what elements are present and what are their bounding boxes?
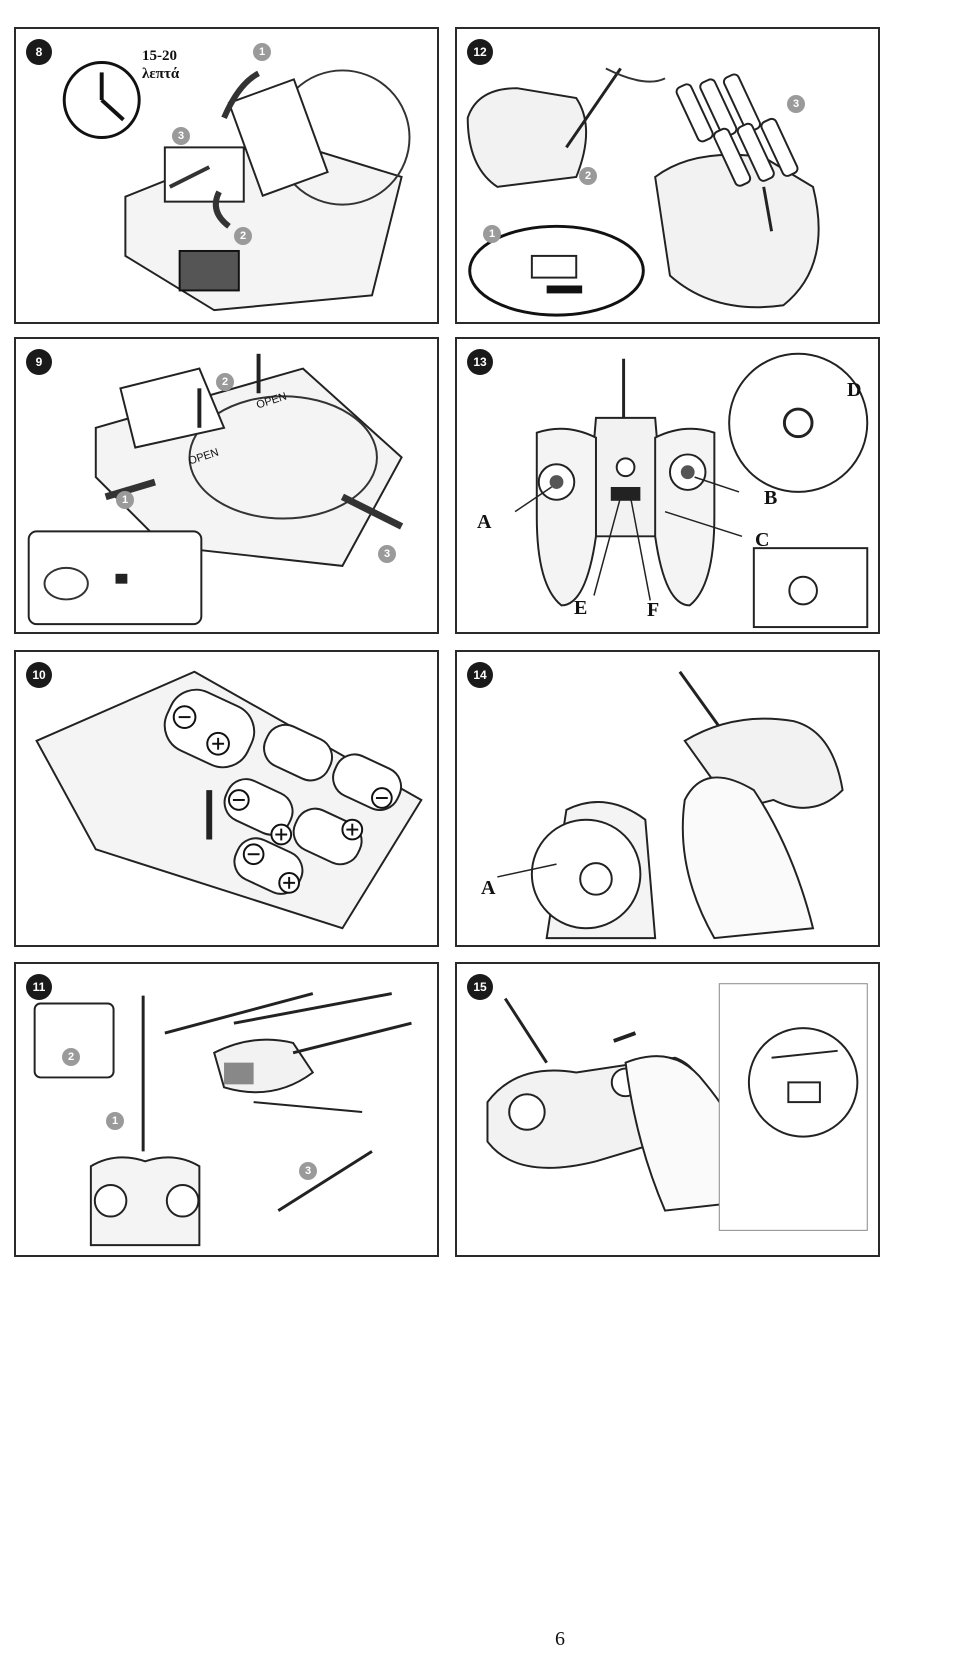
label-d: D <box>847 379 862 401</box>
step-badge: 10 <box>26 662 52 688</box>
step-badge: 9 <box>26 349 52 375</box>
battery-insertion-illustration <box>35 670 423 930</box>
label-f: F <box>647 599 660 621</box>
sub-step-1: 1 <box>253 43 271 61</box>
antenna-and-helicopter-illustration <box>33 992 412 1247</box>
sub-step-3: 3 <box>378 545 396 563</box>
page-number: 6 <box>555 1628 565 1650</box>
panel-step-14: 14 A <box>455 650 880 947</box>
panel-step-10: 10 <box>14 650 439 947</box>
plus-sign <box>206 731 364 894</box>
step-badge: 15 <box>467 974 493 1000</box>
arrow-icon <box>221 70 261 119</box>
sub-step-1: 1 <box>116 491 134 509</box>
controller-diagram <box>514 352 869 629</box>
step-badge: 12 <box>467 39 493 65</box>
step-badge: 14 <box>467 662 493 688</box>
trim-forward-illustration <box>486 983 868 1231</box>
panel-step-13: 13 A B C D E F <box>455 337 880 634</box>
label-a: A <box>477 511 492 533</box>
panel-step-15: 15 <box>455 962 880 1257</box>
sub-step-2: 2 <box>216 373 234 391</box>
sub-step-2: 2 <box>62 1048 80 1066</box>
panel-step-12: 12 1 2 3 <box>455 27 880 324</box>
charger-open-illustration <box>27 353 404 626</box>
label-b: B <box>764 487 778 509</box>
label-a: A <box>481 877 496 899</box>
label-c: C <box>755 529 770 551</box>
trim-adjustment-illustration <box>497 670 844 940</box>
panel-step-8: 8 15-20 λεπτά 1 2 3 <box>14 27 439 324</box>
controller-battery-illustration <box>466 67 820 317</box>
step-badge: 8 <box>26 39 52 65</box>
minus-sign <box>172 705 393 866</box>
step-badge: 11 <box>26 974 52 1000</box>
sub-step-2: 2 <box>579 167 597 185</box>
sub-step-2: 2 <box>234 227 252 245</box>
sub-step-3: 3 <box>299 1162 317 1180</box>
sub-step-3: 3 <box>172 127 190 145</box>
time-label: 15-20 λεπτά <box>142 48 180 82</box>
label-e: E <box>574 597 588 619</box>
step-badge: 13 <box>467 349 493 375</box>
battery-charging-illustration <box>62 61 411 312</box>
sub-step-1: 1 <box>483 225 501 243</box>
sub-step-3: 3 <box>787 95 805 113</box>
sub-step-1: 1 <box>106 1112 124 1130</box>
panel-step-9: 9 1 2 3 OPEN OPEN <box>14 337 439 634</box>
panel-step-11: 11 1 2 3 <box>14 962 439 1257</box>
